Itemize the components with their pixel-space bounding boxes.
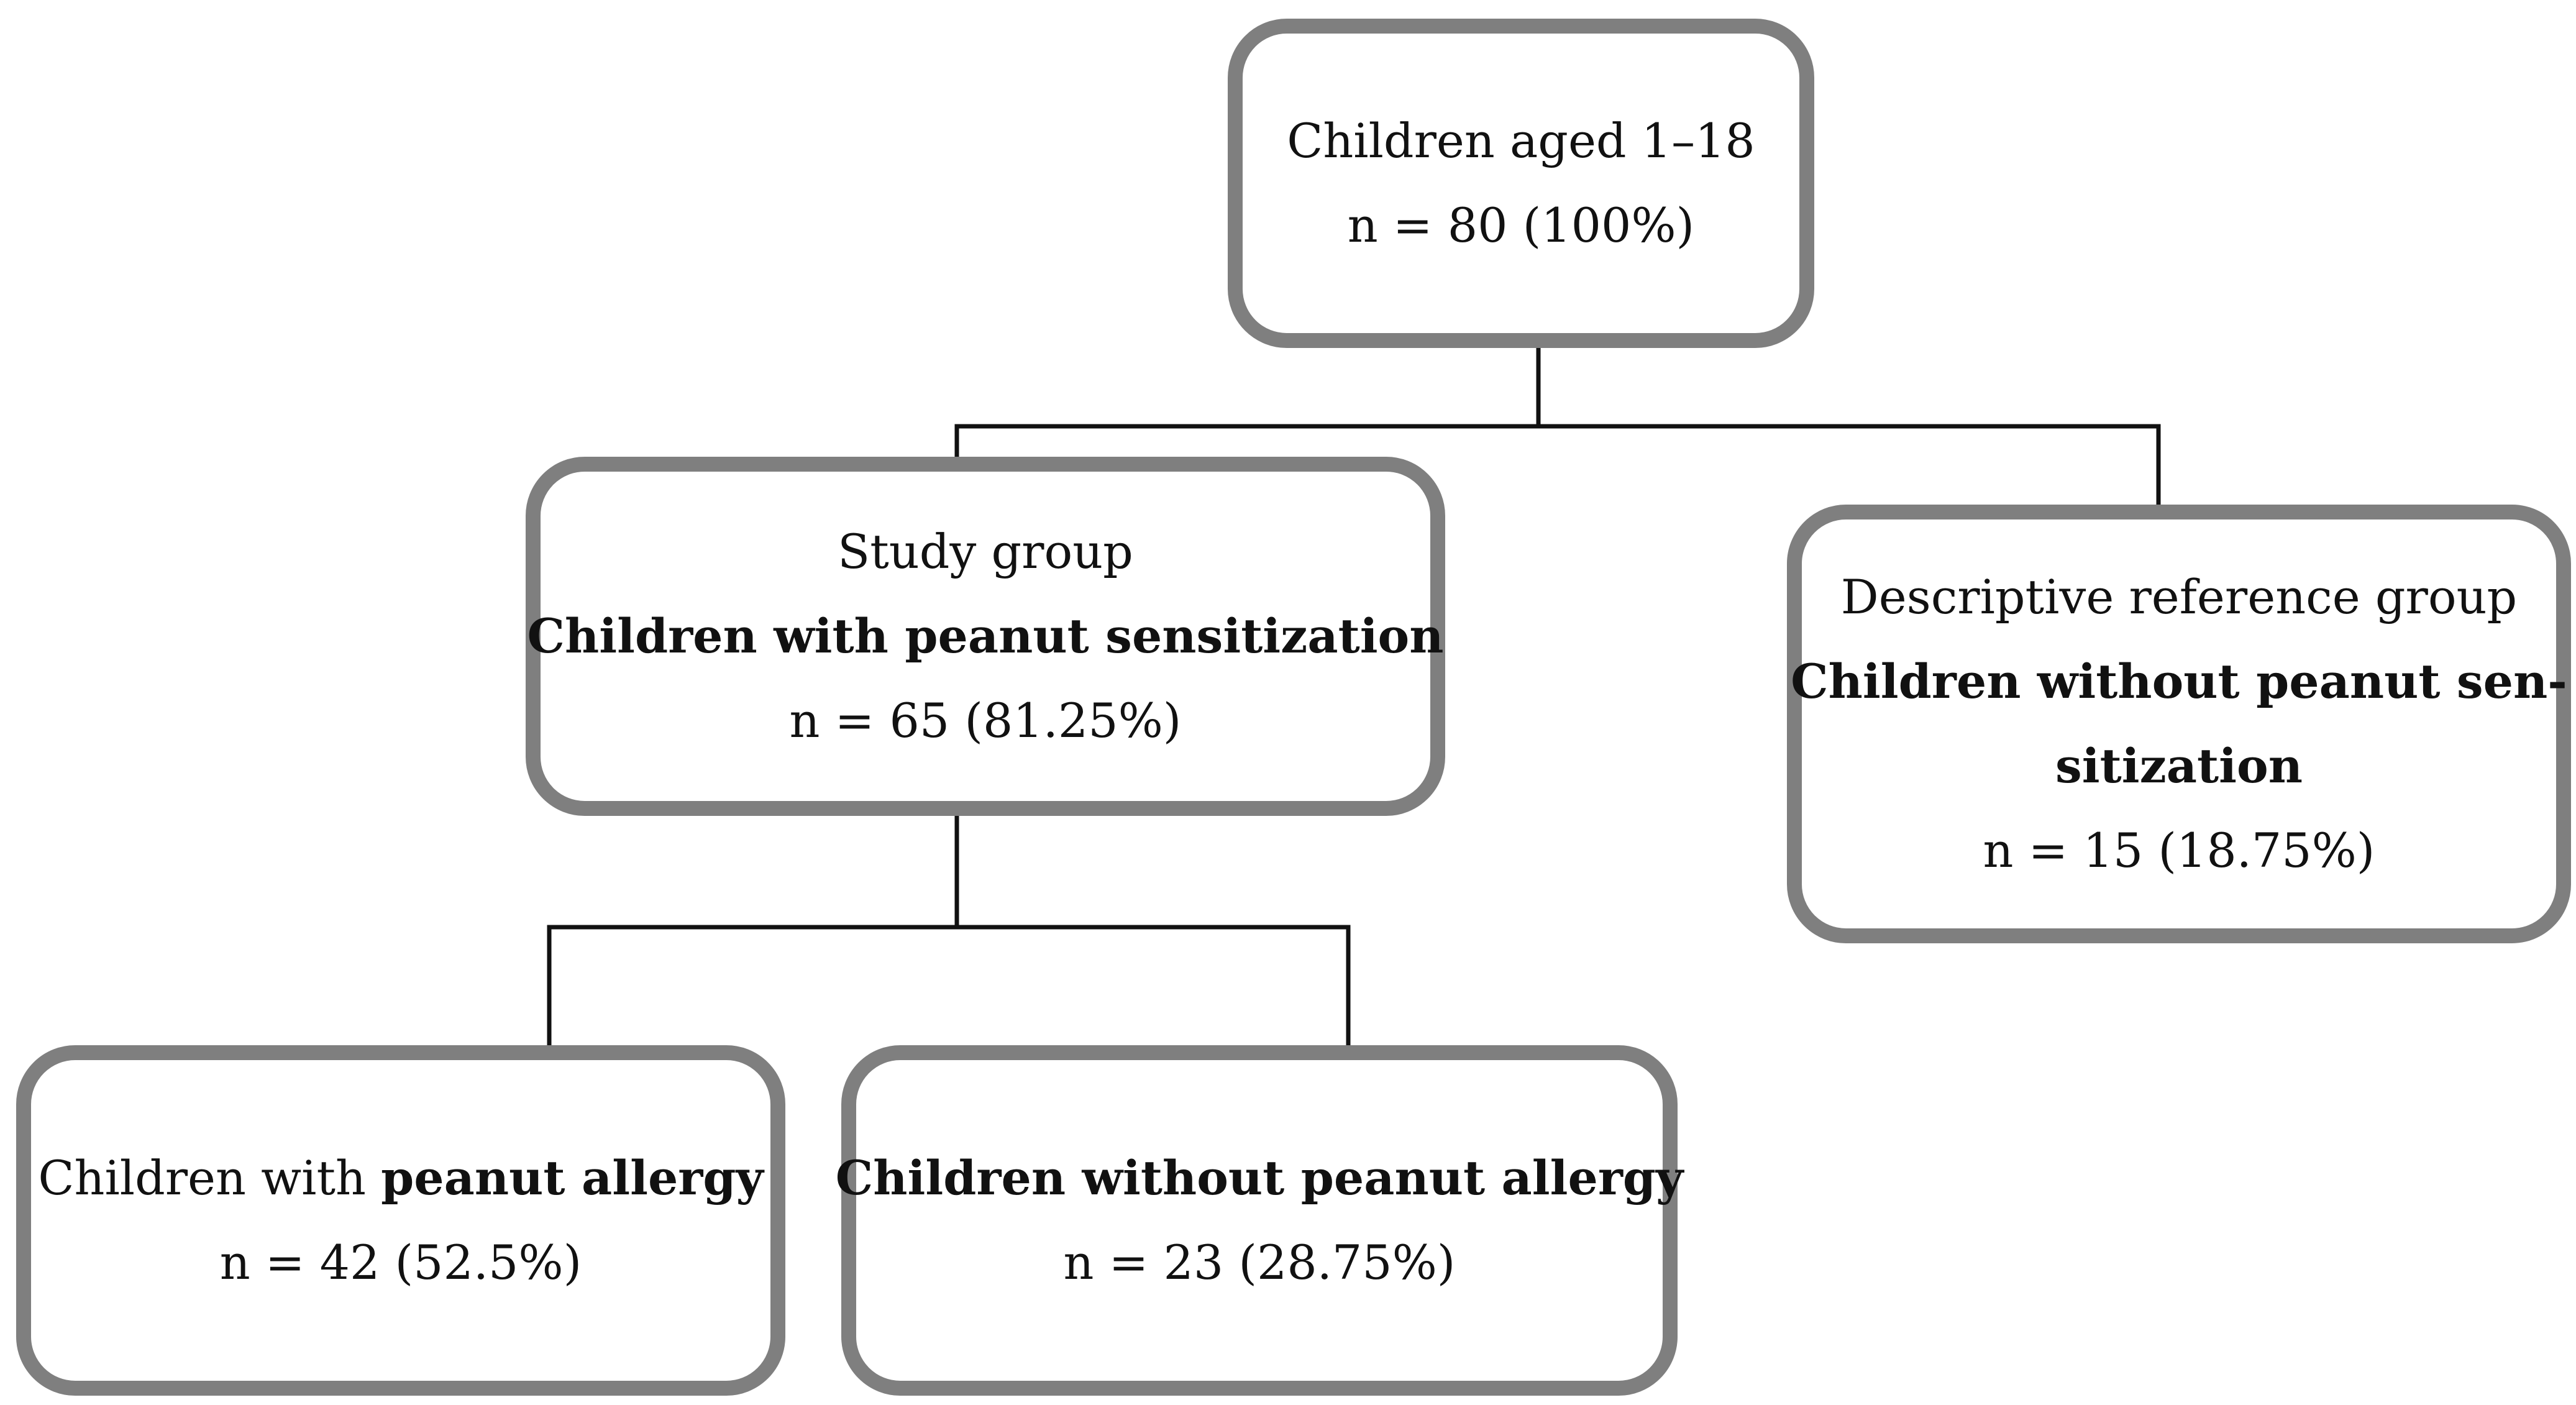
node-all-children-count: n = 80 (100%): [1347, 198, 1695, 253]
node-study-group-label: Study group: [838, 524, 1133, 579]
node-study-group-title: Children with peanut sensitization: [527, 608, 1444, 664]
node-peanut-allergy-prefix: Children with: [38, 1150, 381, 1206]
node-all-children: Children aged 1–18 n = 80 (100%): [1228, 19, 1814, 348]
node-no-peanut-allergy: Children without peanut allergy n = 23 (…: [836, 1045, 1683, 1396]
node-all-children-label: Children aged 1–18: [1287, 113, 1755, 168]
node-reference-group-label: Descriptive reference group: [1840, 569, 2518, 625]
node-peanut-allergy: Children with peanut allergy n = 42 (52.…: [16, 1045, 785, 1396]
node-peanut-allergy-count: n = 42 (52.5%): [219, 1235, 582, 1290]
node-study-group-count: n = 65 (81.25%): [789, 693, 1182, 748]
node-reference-group-title-line1: Children without peanut sen-: [1791, 654, 2567, 709]
node-peanut-allergy-label: Children with peanut allergy: [38, 1136, 763, 1220]
node-reference-group-title-line2: sitization: [2055, 738, 2303, 794]
node-no-peanut-allergy-count: n = 23 (28.75%): [1063, 1235, 1456, 1290]
node-reference-group-count: n = 15 (18.75%): [1983, 823, 2375, 878]
node-no-peanut-allergy-label: Children without peanut allergy: [835, 1150, 1684, 1206]
node-study-group: Study group Children with peanut sensiti…: [526, 457, 1445, 816]
node-reference-group: Descriptive reference group Children wit…: [1787, 505, 2571, 943]
node-peanut-allergy-bold: peanut allergy: [381, 1150, 764, 1206]
